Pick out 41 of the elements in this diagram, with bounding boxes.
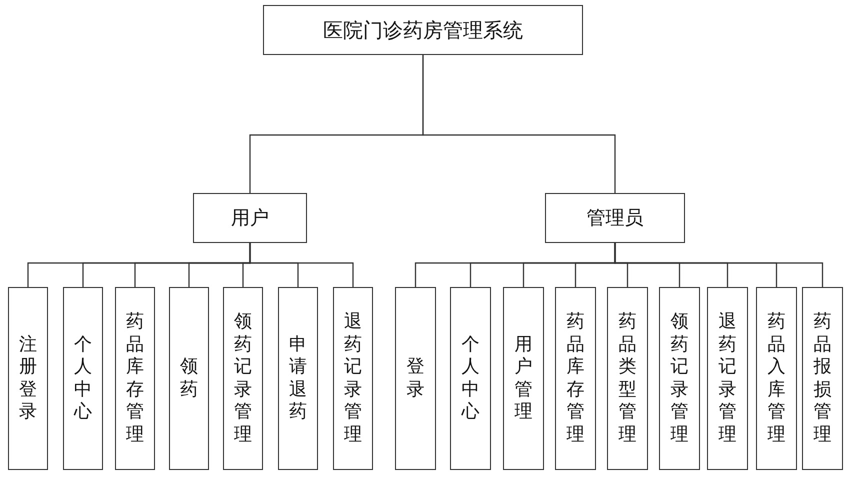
module-label: 用户管理 bbox=[514, 334, 532, 424]
module-label: 医院门诊药房管理系统 bbox=[323, 16, 523, 44]
module-box bbox=[395, 287, 436, 470]
module-box bbox=[802, 287, 843, 470]
connector-line bbox=[249, 243, 354, 287]
module-label: 个人中心 bbox=[74, 334, 92, 424]
module-box bbox=[659, 287, 700, 470]
module-label: 注册登录 bbox=[19, 334, 37, 424]
module-box bbox=[707, 287, 748, 470]
module-label: 药品库存管理 bbox=[126, 311, 144, 446]
module-label: 用户 bbox=[231, 206, 269, 231]
module-label: 药品入库管理 bbox=[768, 311, 786, 446]
module-label: 领药 bbox=[180, 356, 198, 401]
module-label: 领药记录管理 bbox=[670, 311, 688, 446]
connector-line bbox=[614, 243, 824, 287]
module-box bbox=[263, 5, 583, 55]
module-box bbox=[193, 193, 307, 243]
module-box bbox=[607, 287, 648, 470]
module-box bbox=[63, 287, 103, 470]
module-box bbox=[756, 287, 797, 470]
module-box bbox=[115, 287, 155, 470]
module-box bbox=[278, 287, 318, 470]
module-box bbox=[333, 287, 373, 470]
module-box bbox=[555, 287, 596, 470]
module-label: 药品报损管理 bbox=[814, 311, 832, 446]
module-label: 退药记录管理 bbox=[344, 311, 362, 446]
module-label: 个人中心 bbox=[462, 334, 480, 424]
module-label: 药品库存管理 bbox=[566, 311, 584, 446]
module-box bbox=[545, 193, 685, 243]
module-box bbox=[8, 287, 48, 470]
connector-line bbox=[422, 55, 616, 193]
module-label: 申请退药 bbox=[289, 334, 307, 424]
module-label: 登录 bbox=[406, 356, 424, 401]
module-label: 管理员 bbox=[586, 206, 644, 231]
module-label: 领药记录管理 bbox=[234, 311, 252, 446]
module-box bbox=[450, 287, 491, 470]
module-label: 退药记录管理 bbox=[718, 311, 736, 446]
module-box bbox=[503, 287, 544, 470]
module-box bbox=[169, 287, 209, 470]
module-box bbox=[223, 287, 263, 470]
module-label: 药品类型管理 bbox=[618, 311, 636, 446]
